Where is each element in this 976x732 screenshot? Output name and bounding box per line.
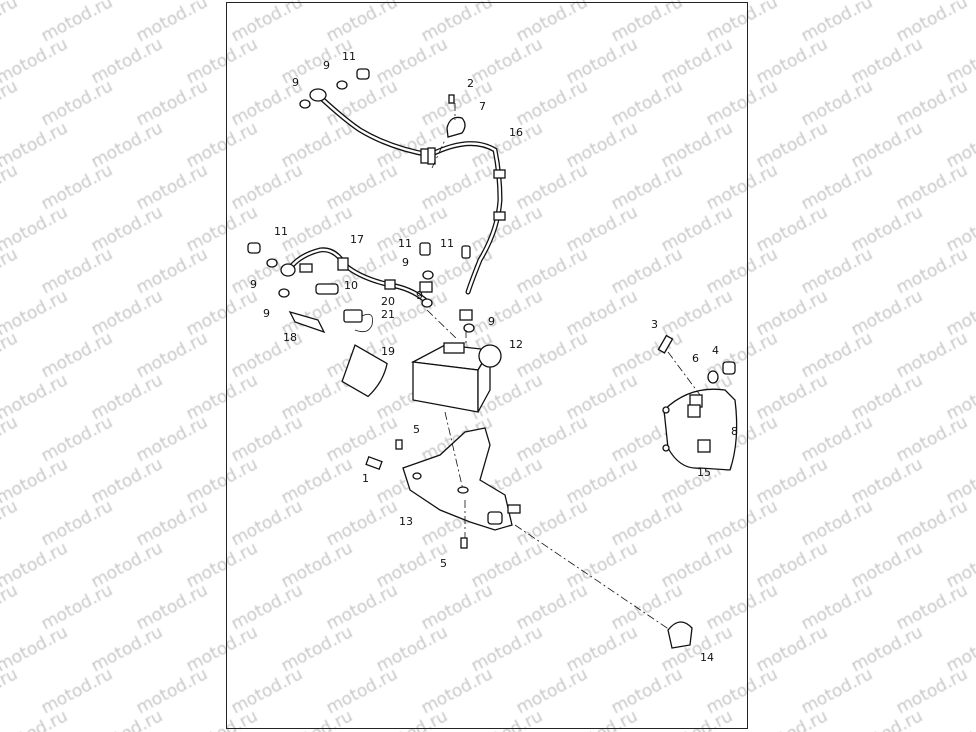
callout-16: 16 [509,126,523,139]
side-bracket [657,334,738,649]
callout-9: 9 [263,307,270,320]
mounting-bracket [365,427,521,549]
callout-3: 3 [651,318,658,331]
callout-2: 2 [467,77,474,90]
callout-11: 11 [440,237,454,250]
callout-5: 5 [440,557,447,570]
diagram-frame [226,2,748,729]
callout-11: 11 [398,237,412,250]
callout-9: 9 [250,278,257,291]
callout-9: 9 [416,289,423,302]
callout-1: 1 [362,472,369,485]
callout-20: 20 [381,295,395,308]
assembly-lines [426,103,701,631]
callout-6: 6 [692,352,699,365]
callout-9: 9 [323,59,330,72]
callout-17: 17 [350,233,364,246]
callout-10: 10 [344,279,358,292]
callout-9: 9 [402,256,409,269]
callout-11: 11 [342,50,356,63]
abs-module [410,342,502,413]
callout-19: 19 [381,345,395,358]
callout-11: 11 [274,225,288,238]
callout-5: 5 [413,423,420,436]
callout-12: 12 [509,338,523,351]
brake-line-upper [309,88,506,295]
callout-13: 13 [399,515,413,528]
callout-21: 21 [381,308,395,321]
callout-14: 14 [700,651,714,664]
callout-7: 7 [479,100,486,113]
brake-line-middle [280,247,428,303]
callout-9: 9 [292,76,299,89]
callout-4: 4 [712,344,719,357]
callout-8: 8 [731,425,738,438]
callout-18: 18 [283,331,297,344]
hardware [247,68,475,398]
callout-15: 15 [697,466,711,479]
callout-9: 9 [488,315,495,328]
